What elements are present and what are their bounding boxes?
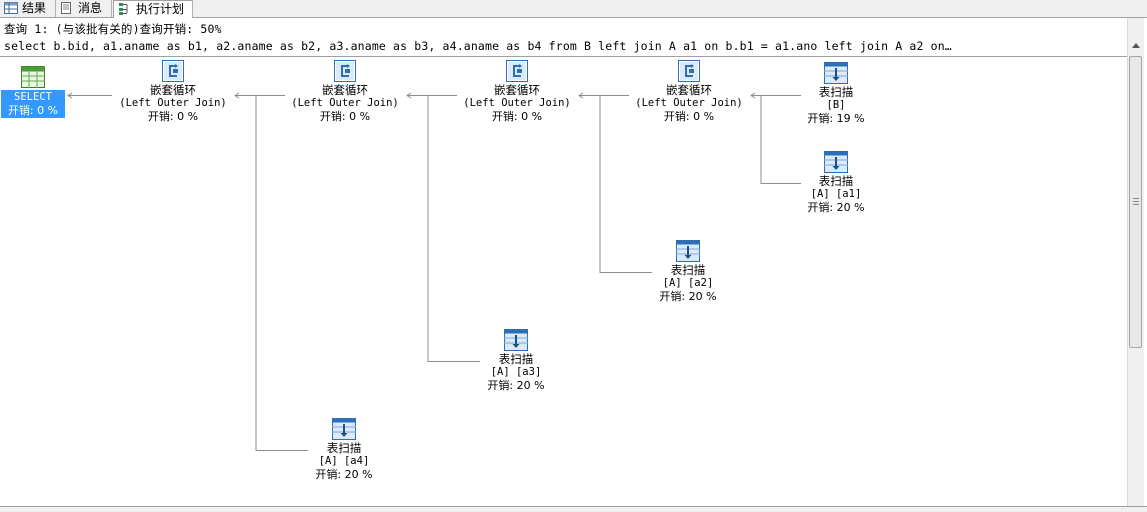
scan-a4-label: 表扫描 (326, 441, 362, 455)
plan-node-table-scan-a1[interactable]: 表扫描 [A] [a1] 开销: 20 % (796, 151, 876, 214)
table-scan-icon (504, 329, 528, 351)
join-1-type: (Left Outer Join) (119, 97, 227, 109)
scroll-up-arrow-icon[interactable] (1132, 43, 1140, 48)
tab-execution-plan[interactable]: 执行计划 (113, 0, 193, 18)
tab-results[interactable]: 结果 (0, 0, 56, 17)
plan-node-nested-loops-3[interactable]: 嵌套循环 (Left Outer Join) 开销: 0 % (457, 60, 577, 123)
join-1-label: 嵌套循环 (150, 83, 196, 97)
plan-connectors (67, 92, 801, 451)
execution-plan-icon (119, 3, 128, 15)
message-icon (61, 2, 71, 14)
tab-results-label: 结果 (22, 1, 47, 15)
tab-messages-label: 消息 (78, 1, 103, 15)
header-divider (0, 56, 1127, 57)
scan-a3-object: [A] [a3] (490, 366, 542, 378)
select-highlight: SELECT 开销: 0 % (1, 90, 65, 118)
table-scan-icon (676, 240, 700, 262)
join-3-label: 嵌套循环 (494, 83, 540, 97)
select-result-icon (21, 66, 45, 88)
join-4-type: (Left Outer Join) (635, 97, 743, 109)
join-2-label: 嵌套循环 (322, 83, 368, 97)
plan-node-nested-loops-4[interactable]: 嵌套循环 (Left Outer Join) 开销: 0 % (629, 60, 749, 123)
result-tabs: 结果 消息 执行计划 (0, 0, 1147, 18)
sql-text-line: select b.bid, a1.aname as b1, a2.aname a… (4, 39, 952, 53)
scan-a3-label: 表扫描 (498, 352, 534, 366)
join-3-cost: 开销: 0 % (491, 110, 543, 123)
join-4-label: 嵌套循环 (666, 83, 712, 97)
table-scan-icon (824, 62, 848, 84)
nested-loops-icon (506, 60, 528, 82)
plan-node-select[interactable]: SELECT 开销: 0 % (0, 66, 66, 118)
plan-node-table-scan-a2[interactable]: 表扫描 [A] [a2] 开销: 20 % (648, 240, 728, 303)
scan-b-object: [B] (826, 99, 846, 111)
plan-node-table-scan-a4[interactable]: 表扫描 [A] [a4] 开销: 20 % (304, 418, 384, 481)
vertical-scrollbar[interactable] (1127, 18, 1144, 506)
plan-node-table-scan-b[interactable]: 表扫描 [B] 开销: 19 % (796, 62, 876, 125)
scan-a1-label: 表扫描 (818, 174, 854, 188)
plan-node-nested-loops-2[interactable]: 嵌套循环 (Left Outer Join) 开销: 0 % (285, 60, 405, 123)
tab-execution-plan-label: 执行计划 (136, 2, 185, 16)
grid-icon (4, 2, 18, 14)
table-scan-icon (824, 151, 848, 173)
scan-b-cost: 开销: 19 % (807, 112, 865, 125)
scan-a2-cost: 开销: 20 % (659, 290, 717, 303)
scan-b-label: 表扫描 (818, 85, 854, 99)
scan-a2-label: 表扫描 (670, 263, 706, 277)
table-scan-icon (332, 418, 356, 440)
join-3-type: (Left Outer Join) (463, 97, 571, 109)
scan-a2-object: [A] [a2] (662, 277, 714, 289)
nested-loops-icon (162, 60, 184, 82)
nested-loops-icon (678, 60, 700, 82)
select-cost: 开销: 0 % (7, 104, 59, 117)
join-2-cost: 开销: 0 % (319, 110, 371, 123)
query-cost-line: 查询 1: (与该批有关的)查询开销: 50% (4, 22, 222, 36)
plan-node-nested-loops-1[interactable]: 嵌套循环 (Left Outer Join) 开销: 0 % (113, 60, 233, 123)
plan-node-table-scan-a3[interactable]: 表扫描 [A] [a3] 开销: 20 % (476, 329, 556, 392)
join-2-type: (Left Outer Join) (291, 97, 399, 109)
scrollbar-thumb[interactable] (1129, 56, 1142, 348)
nested-loops-icon (334, 60, 356, 82)
grip-line (1133, 201, 1139, 202)
scan-a4-cost: 开销: 20 % (315, 468, 373, 481)
scan-a3-cost: 开销: 20 % (487, 379, 545, 392)
grip-line (1133, 198, 1139, 199)
scan-a4-object: [A] [a4] (318, 455, 370, 467)
join-1-cost: 开销: 0 % (147, 110, 199, 123)
select-label: SELECT (14, 91, 52, 103)
scan-a1-cost: 开销: 20 % (807, 201, 865, 214)
status-strip (0, 506, 1147, 512)
tab-messages[interactable]: 消息 (56, 0, 112, 17)
scan-a1-object: [A] [a1] (810, 188, 862, 200)
join-4-cost: 开销: 0 % (663, 110, 715, 123)
grip-line (1133, 204, 1139, 205)
